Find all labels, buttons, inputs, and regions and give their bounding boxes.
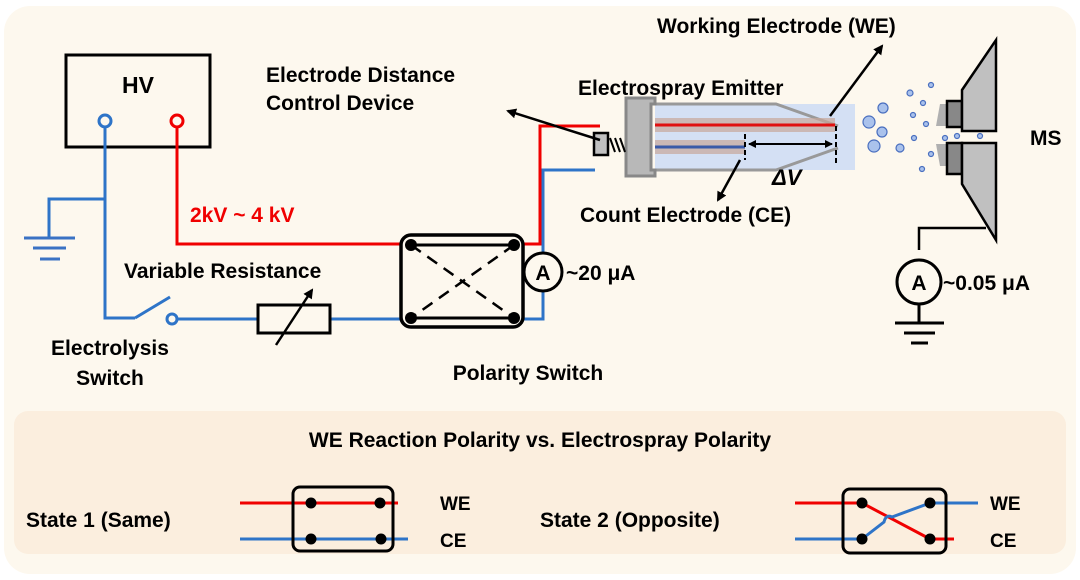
- label-working-electrode: Working Electrode (WE): [657, 15, 896, 38]
- electrospray-emitter: [592, 96, 855, 178]
- hv-positive-terminal: [169, 113, 185, 129]
- ground-icon: [24, 236, 75, 261]
- state2-ce: CE: [990, 531, 1016, 552]
- state2-label: State 2 (Opposite): [540, 509, 720, 532]
- red-wire: [175, 124, 600, 246]
- state1-we: WE: [440, 494, 471, 515]
- polarity-switch[interactable]: [399, 233, 525, 329]
- label-current-spray: ~20 μA: [566, 262, 635, 285]
- label-emitter: Electrospray Emitter: [578, 77, 783, 100]
- label-current-ms: ~0.05 μA: [943, 272, 1030, 295]
- ammeter-spray: A: [522, 251, 564, 293]
- label-voltage: 2kV ~ 4 kV: [190, 204, 295, 227]
- label-electrolysis-1: Electrolysis: [51, 337, 169, 360]
- state1-label: State 1 (Same): [26, 509, 171, 532]
- ammeter-spray-label: A: [535, 262, 550, 285]
- variable-resistor[interactable]: [256, 288, 332, 346]
- label-count-electrode: Count Electrode (CE): [580, 204, 791, 227]
- state1-ce: CE: [440, 531, 466, 552]
- legend-panel: [14, 411, 1066, 554]
- label-delta-v: ΔV: [771, 165, 804, 190]
- hv-negative-terminal: [97, 113, 113, 129]
- legend-state1: State 1 (Same) WE CE: [26, 485, 471, 553]
- ammeter-ms-label: A: [911, 272, 926, 295]
- spray-droplets: [862, 81, 984, 173]
- label-variable-resistance: Variable Resistance: [124, 260, 321, 283]
- electrolysis-switch[interactable]: [134, 295, 179, 326]
- arrow-we: [828, 44, 884, 117]
- label-edcd-1: Electrode Distance: [266, 64, 455, 87]
- legend-title: WE Reaction Polarity vs. Electrospray Po…: [309, 429, 771, 452]
- label-edcd-2: Control Device: [266, 92, 414, 115]
- distance-control-knob[interactable]: [592, 131, 610, 157]
- blue-wire: [47, 127, 595, 321]
- ammeter-ms: A: [895, 258, 944, 345]
- hv-label: HV: [122, 72, 155, 98]
- legend-state2: State 2 (Opposite) WE CE: [540, 487, 1021, 555]
- label-electrolysis-2: Switch: [76, 367, 144, 390]
- mass-spectrometer: [917, 35, 998, 250]
- state2-we: WE: [990, 494, 1021, 515]
- label-ms: MS: [1030, 127, 1062, 150]
- ground-icon-ms: [895, 321, 944, 345]
- arrow-edcd: [506, 108, 601, 142]
- arrow-ce: [716, 159, 742, 202]
- label-polarity-switch: Polarity Switch: [453, 362, 604, 385]
